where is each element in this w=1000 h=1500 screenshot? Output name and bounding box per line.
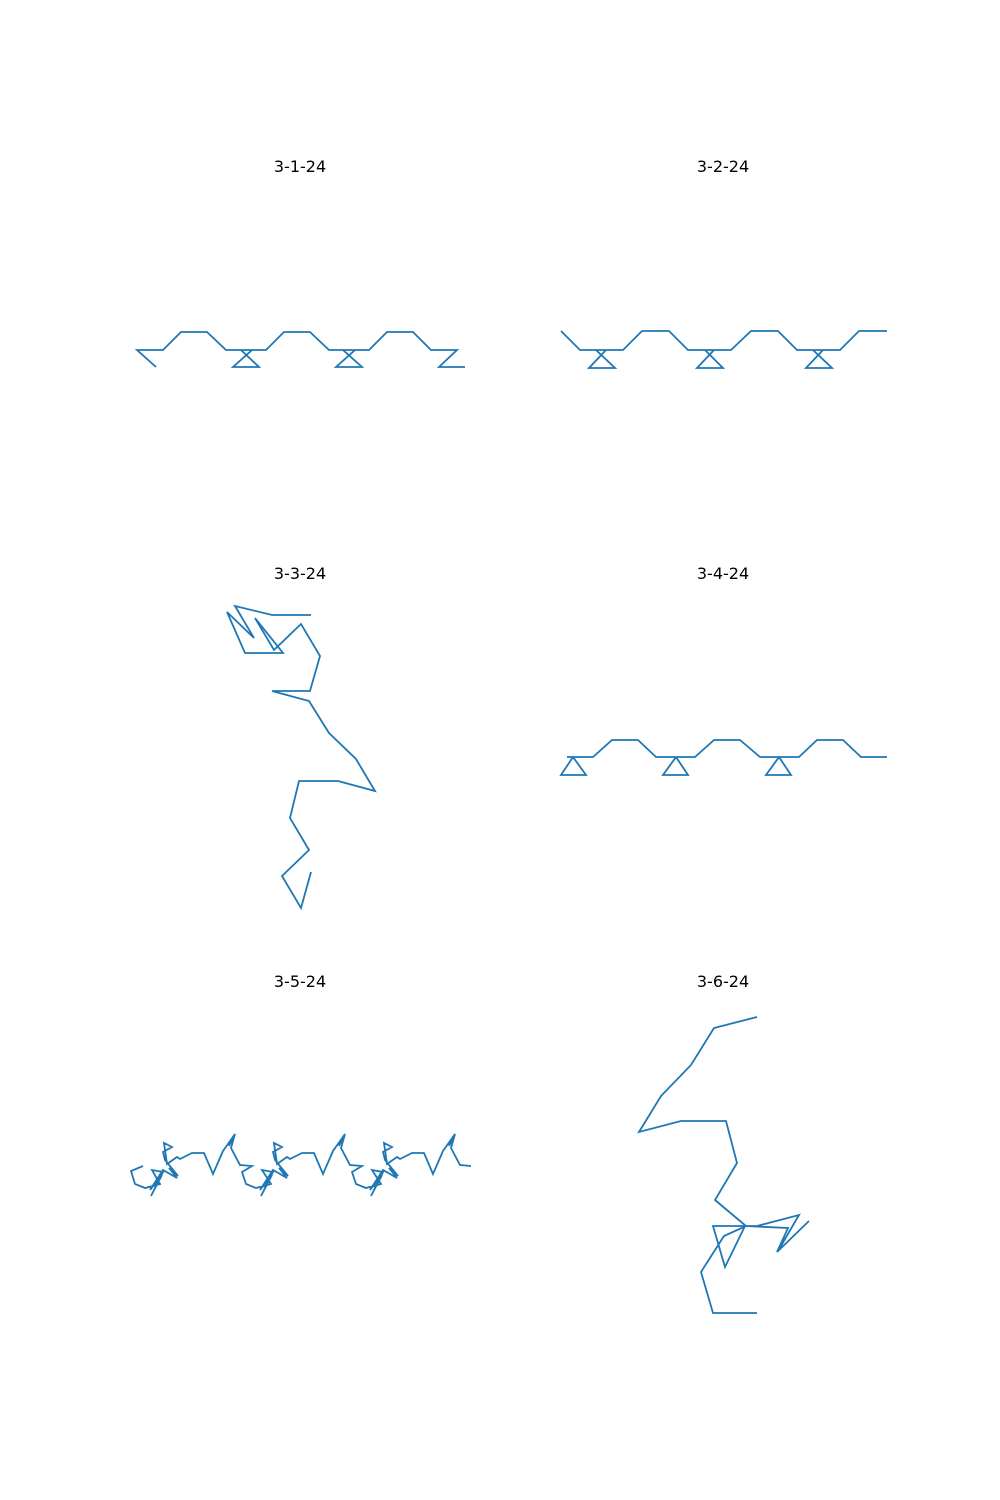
panel-title: 3-5-24 (274, 972, 326, 991)
panel-3-2-24: 3-2-24 (560, 157, 887, 369)
panel-title: 3-6-24 (697, 972, 749, 991)
series-line (134, 331, 465, 368)
series-line (129, 1133, 472, 1197)
series-line (226, 604, 377, 911)
series-line (637, 1016, 810, 1314)
panel-3-3-24: 3-3-24 (226, 564, 377, 911)
panel-3-5-24: 3-5-24 (129, 972, 472, 1197)
panel-title: 3-4-24 (697, 564, 749, 583)
panel-title: 3-2-24 (697, 157, 749, 176)
panel-title: 3-3-24 (274, 564, 326, 583)
series-line (560, 330, 887, 369)
panel-3-1-24: 3-1-24 (134, 157, 465, 368)
panel-title: 3-1-24 (274, 157, 326, 176)
series-line (559, 739, 887, 776)
panel-3-6-24: 3-6-24 (637, 972, 810, 1314)
panel-3-4-24: 3-4-24 (559, 564, 887, 776)
